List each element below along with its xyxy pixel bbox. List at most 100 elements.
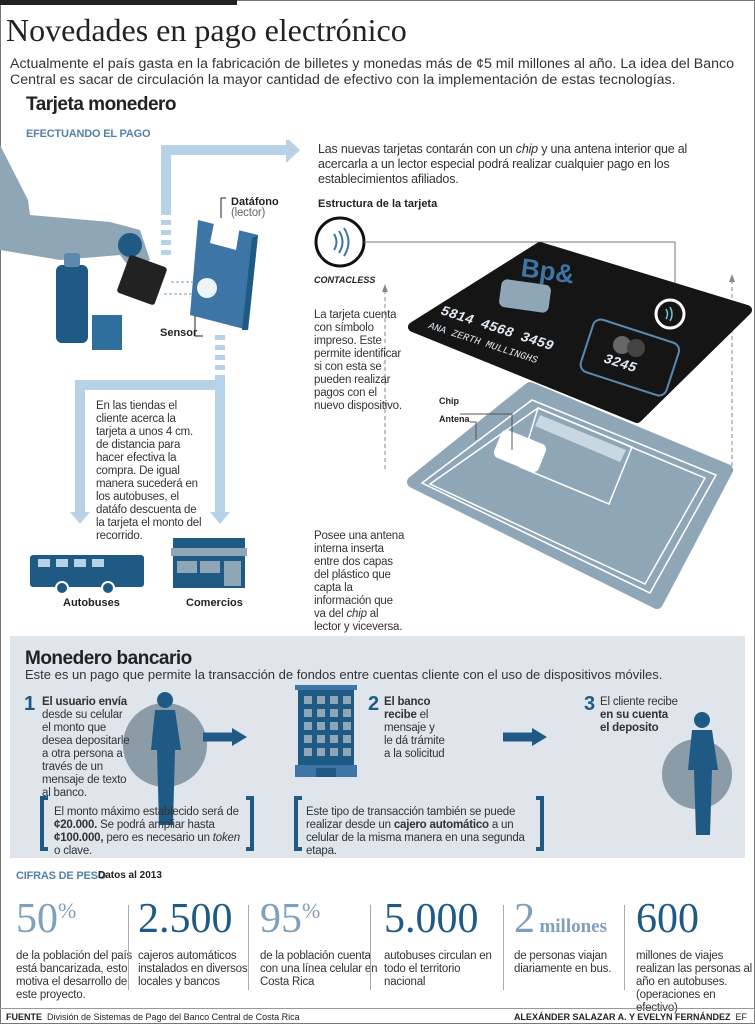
chip-label: Chip <box>439 396 459 406</box>
building-window <box>317 696 325 704</box>
tarjeta-heading: Tarjeta monedero <box>26 94 177 115</box>
monedero-illustration <box>123 685 732 835</box>
text-part: Este tipo de transacción también se pued… <box>306 806 516 831</box>
bracket-left <box>294 796 302 851</box>
text-part: chip <box>515 142 538 156</box>
cifras-datos: Datos al 2013 <box>98 870 162 881</box>
stat-desc: de personas viajan diariamente en bus. <box>514 950 612 975</box>
building-window <box>330 735 338 743</box>
card-logo: Bp& <box>519 252 576 289</box>
stat-value: 600 <box>636 896 699 942</box>
stat-value: 95 <box>260 896 302 942</box>
cifras-heading: CIFRAS DE PESO <box>16 870 107 882</box>
building-window <box>317 748 325 756</box>
step-3-number: 3 <box>584 693 596 715</box>
payment-flow-illustration <box>0 140 300 595</box>
building-window <box>304 735 312 743</box>
store-icon <box>171 538 247 588</box>
intro-text: Actualmente el país gasta en la fabricac… <box>10 56 734 88</box>
building-window <box>330 748 338 756</box>
card-in-hand-icon <box>117 255 167 305</box>
building-window <box>330 709 338 717</box>
text-part: El monto máximo establecido será de <box>54 806 239 818</box>
stat-suffix: millones <box>539 916 608 937</box>
antena-label: Antena <box>439 414 470 424</box>
building-window <box>304 722 312 730</box>
note-cajero: Este tipo de transacción también se pued… <box>306 806 534 858</box>
fuente-text: División de Sistemas de Pago del Banco C… <box>47 1012 300 1022</box>
text-part: pero es necesario un <box>103 832 213 844</box>
note-monto: El monto máximo establecido será de ¢20.… <box>54 806 249 858</box>
step-2-text: El banco recibe el mensaje y le dá trámi… <box>384 696 446 761</box>
stat-item: 2 millones de personas viajan diariamente… <box>514 898 626 976</box>
fuente-label: FUENTE <box>6 1012 42 1022</box>
text-part: cajero automático <box>393 819 489 831</box>
stat-desc: de la población cuenta con una línea cel… <box>260 950 378 988</box>
tiendas-text: En las tiendas el cliente acerca la tarj… <box>96 400 202 542</box>
comercios-label: Comercios <box>186 597 243 609</box>
bracket-left <box>40 796 48 851</box>
contacless-label: CONTACLESS <box>314 275 376 285</box>
stat-value: 2.500 <box>138 896 233 942</box>
contactless-icon <box>314 216 366 268</box>
building-window <box>330 696 338 704</box>
text-part: ¢20.000. <box>54 819 98 831</box>
text-part: Se podrá ampliar hasta <box>97 819 215 831</box>
monedero-intro: Este es un pago que permite la transacci… <box>25 667 663 682</box>
stat-item: 5.000 autobuses circulan en todo el terri… <box>384 898 504 989</box>
thermos-icon <box>56 253 122 350</box>
text-part: ¢100.000, <box>54 832 104 844</box>
bus-icon <box>30 555 144 595</box>
stat-desc: cajeros automáticos instalados en divers… <box>138 950 248 988</box>
building-window <box>343 735 351 743</box>
text-part: Las nuevas tarjetas contarán con un <box>318 142 516 156</box>
page-title: Novedades en pago electrónico <box>6 12 407 48</box>
step-3-text: El cliente recibe en su cuenta el deposi… <box>600 696 680 735</box>
stat-suffix: % <box>302 898 321 923</box>
building-window <box>343 722 351 730</box>
ef-label: EF <box>735 1012 747 1022</box>
text-part: chip <box>346 608 367 620</box>
building-window <box>343 709 351 717</box>
building-window <box>330 722 338 730</box>
stat-item: 95% de la población cuenta con una línea … <box>260 898 380 989</box>
text-part: token <box>212 832 240 844</box>
building-window <box>343 748 351 756</box>
text-part: desde su celular el monto que desea depo… <box>42 709 130 799</box>
card-front: Bp& 5814 4568 3459 ANA ZERTH MULLINGHS 3… <box>408 242 752 423</box>
building-window <box>317 722 325 730</box>
divider <box>370 905 371 990</box>
text-part: Posee una antena interna inserta entre d… <box>314 530 405 620</box>
efectuando-subheading: EFECTUANDO EL PAGO <box>26 128 151 140</box>
step-1-number: 1 <box>24 693 36 715</box>
bracket-right <box>246 796 254 851</box>
stat-value: 50 <box>16 896 58 942</box>
building-window <box>317 709 325 717</box>
text-part: en su cuenta el deposito <box>600 709 668 734</box>
stat-suffix: % <box>58 898 77 923</box>
antena-text: Posee una antena interna inserta entre d… <box>314 530 406 634</box>
text-part: o clave. <box>54 845 93 857</box>
person-receiving-icon <box>688 712 718 835</box>
stat-desc: autobuses circulan en todo el territorio… <box>384 950 492 988</box>
step-2-number: 2 <box>368 693 380 715</box>
sensor-label: Sensor <box>160 327 198 339</box>
chip-icon <box>493 429 547 473</box>
authors: ALEXÁNDER SALAZAR A. Y EVELYN FERNÁNDEZ <box>513 1012 731 1022</box>
stat-desc: de la población del país está bancarizad… <box>16 950 133 1001</box>
building-window <box>304 696 312 704</box>
stat-value: 5.000 <box>384 896 479 942</box>
lector-label: (lector) <box>231 207 266 219</box>
flow-arrows-icon <box>70 140 300 524</box>
text-part: a un celular de la misma manera en una s… <box>306 819 525 857</box>
card-antenna-layer <box>407 382 733 609</box>
building-window <box>304 709 312 717</box>
building-window <box>304 748 312 756</box>
building-window <box>343 696 351 704</box>
monedero-heading: Monedero bancario <box>25 648 192 669</box>
estructura-heading: Estructura de la tarjeta <box>318 198 438 210</box>
stat-value: 2 <box>514 896 535 942</box>
text-part: El banco recibe <box>384 696 431 721</box>
divider <box>624 905 625 990</box>
